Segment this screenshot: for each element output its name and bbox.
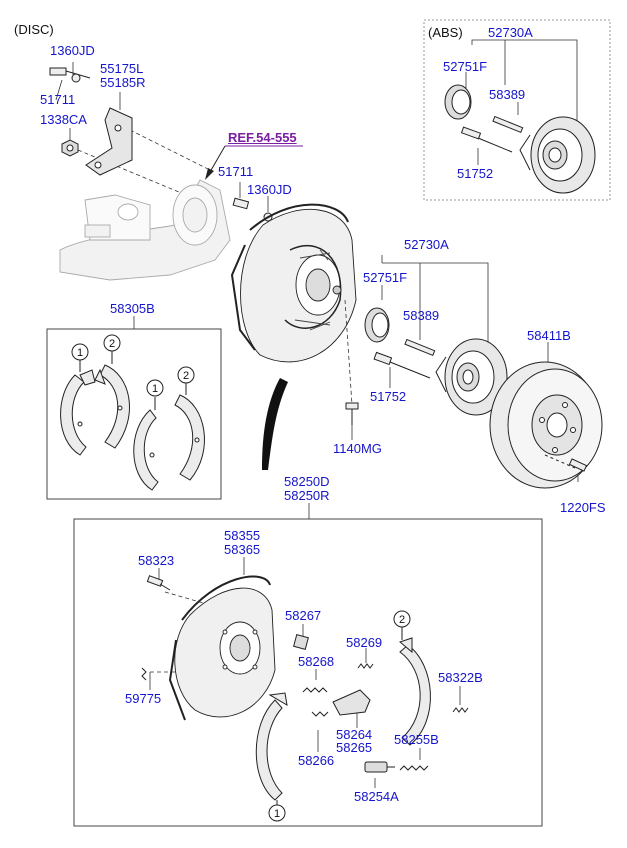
abs-hub-bolt xyxy=(460,126,513,153)
callout-51752-abs: 51752 xyxy=(457,166,494,181)
callout-58389-abs: 58389 xyxy=(489,87,526,102)
callout-52730a-abs: 52730A xyxy=(488,25,533,40)
shoe-set-parts xyxy=(60,364,205,491)
spring-58322b xyxy=(452,707,469,713)
callout-51752: 51752 xyxy=(370,389,407,404)
mark-1-a: 1 xyxy=(77,347,83,359)
nut-1338ca xyxy=(61,139,79,157)
callout-58250d: 58250D xyxy=(284,474,330,489)
callout-58266: 58266 xyxy=(298,753,335,768)
abs-label: (ABS) xyxy=(428,25,463,40)
spring-58268 xyxy=(302,687,328,693)
bolt-51711-top xyxy=(49,67,91,83)
callout-58323: 58323 xyxy=(138,553,175,568)
backing-plate-assembly xyxy=(230,203,357,363)
hub-bolt-51752 xyxy=(373,351,431,379)
ref-arrow xyxy=(205,145,303,180)
adjuster-58264 xyxy=(332,689,371,716)
brake-assembly-frame xyxy=(73,518,543,827)
mark-1-b: 1 xyxy=(152,383,158,395)
clip-58267 xyxy=(293,634,309,650)
callout-58355: 58355 xyxy=(224,528,261,543)
pin-59775 xyxy=(141,667,147,681)
hub-seal-ring xyxy=(364,307,390,343)
abs-hub-bearing xyxy=(519,116,596,194)
callout-1140mg: 1140MG xyxy=(333,441,382,456)
backing-plate-58355 xyxy=(168,575,276,721)
swoosh-pointer xyxy=(262,378,288,470)
callout-51711-b: 51711 xyxy=(218,164,254,179)
callout-58267: 58267 xyxy=(285,608,322,623)
cylinder-58254a xyxy=(364,761,395,773)
callout-1338ca: 1338CA xyxy=(40,112,87,127)
parking-brake-bracket xyxy=(85,107,133,176)
callout-52751f-abs: 52751F xyxy=(443,59,488,74)
callout-58264: 58264 xyxy=(336,727,373,742)
callout-52751f: 52751F xyxy=(363,270,408,285)
callout-58250r: 58250R xyxy=(284,488,330,503)
abs-pin xyxy=(492,115,524,134)
mark-1-c: 1 xyxy=(274,808,280,820)
callout-1360jd-a: 1360JD xyxy=(50,43,95,58)
abs-seal-ring xyxy=(444,84,472,120)
callout-55185r: 55185R xyxy=(100,75,146,90)
bolt-1140mg xyxy=(345,402,359,425)
ref-link[interactable]: REF.54-555 xyxy=(228,130,297,145)
spring-58266 xyxy=(311,711,329,717)
abs-inset-frame xyxy=(423,19,611,201)
callout-59775: 59775 xyxy=(125,691,162,706)
mark-2-c: 2 xyxy=(399,614,405,626)
callout-58269: 58269 xyxy=(346,635,383,650)
mark-2-b: 2 xyxy=(183,370,189,382)
callout-58389: 58389 xyxy=(403,308,440,323)
callout-1360jd-b: 1360JD xyxy=(247,182,292,197)
callout-58265: 58265 xyxy=(336,740,373,755)
brake-disc xyxy=(489,361,603,489)
callout-52730a: 52730A xyxy=(404,237,449,252)
knuckle-sketch xyxy=(59,179,231,281)
callout-51711-a: 51711 xyxy=(40,92,76,107)
brake-shoe-upper xyxy=(398,637,431,746)
bottom-markers xyxy=(268,610,411,822)
brake-shoe-lower xyxy=(255,692,288,801)
abs-leader-lines xyxy=(465,39,578,165)
callout-55175l: 55175L xyxy=(100,61,144,76)
callout-58305b: 58305B xyxy=(110,301,155,316)
hub-bearing xyxy=(435,338,508,416)
shoe-set-markers xyxy=(71,334,195,410)
callout-58268: 58268 xyxy=(298,654,335,669)
spring-58269 xyxy=(357,663,374,669)
mark-2-a: 2 xyxy=(109,338,115,350)
callout-58411b: 58411B xyxy=(527,328,571,343)
spring-58255b xyxy=(399,765,429,771)
disc-screw-1220fs xyxy=(544,454,588,472)
bolt-58323 xyxy=(146,575,171,591)
callout-1220fs: 1220FS xyxy=(560,500,606,515)
callout-58322b: 58322B xyxy=(438,670,483,685)
mid-top-leaders xyxy=(239,182,269,212)
callout-58365: 58365 xyxy=(224,542,261,557)
callout-58255b: 58255B xyxy=(394,732,439,747)
hub-pin-58389 xyxy=(404,338,436,357)
callout-58254a: 58254A xyxy=(354,789,399,804)
hub-leaders xyxy=(381,255,579,482)
variant-label: (DISC) xyxy=(14,22,54,37)
